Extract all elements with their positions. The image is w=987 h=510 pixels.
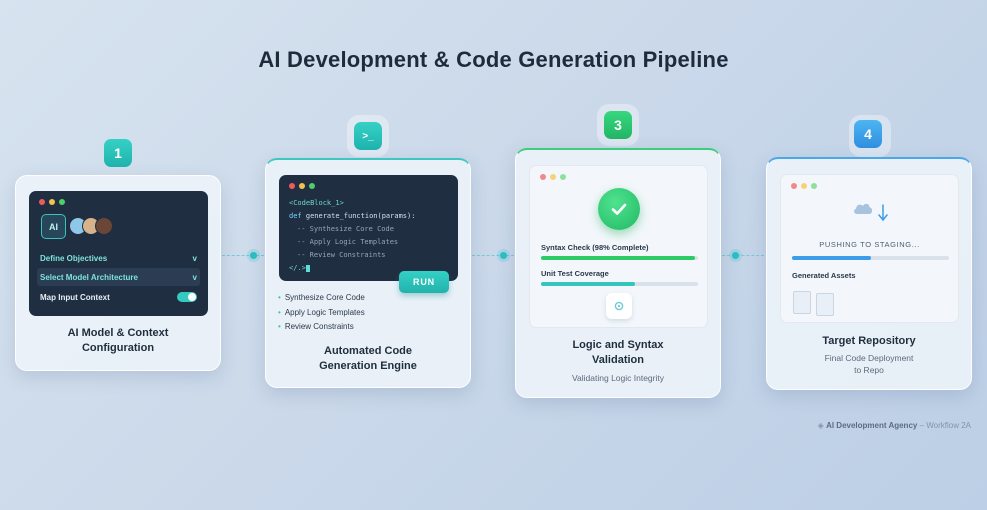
step-1-title-line2: Configuration [81, 342, 155, 354]
checkmark-icon [598, 188, 640, 230]
connector-node-1 [250, 252, 257, 259]
connector-3-4 [722, 255, 764, 256]
deploy-status: PUSHING TO STAGING... [819, 240, 920, 249]
list-item: Synthesize Core Code [278, 291, 365, 306]
ai-chip-icon: AI [41, 214, 66, 239]
chevron-down-icon: v [192, 272, 197, 282]
agency-name: AI Development Agency [826, 421, 918, 430]
code-block: <CodeBlock_1> def generate_function(para… [289, 199, 416, 272]
step-1-title-line1: AI Model & Context [67, 327, 169, 339]
deployment-panel: PUSHING TO STAGING... Generated Assets [780, 174, 959, 323]
window-controls [540, 174, 566, 180]
deploy-progress-fill [792, 256, 871, 260]
chevron-down-icon: v [192, 253, 197, 263]
generation-steps-list: Synthesize Core Code Apply Logic Templat… [278, 291, 365, 335]
deploy-progress [792, 256, 949, 260]
model-config-panel: AI Define Objectives v Select Model Arch… [29, 191, 208, 316]
list-item: Review Constraints [278, 320, 365, 335]
step-4-subtitle-line1: Final Code Deployment [824, 353, 914, 363]
step-1-badge: 1 [104, 139, 132, 167]
connector-node-2 [500, 252, 507, 259]
connector-2-3 [472, 255, 514, 256]
diamond-icon: ◈ [817, 421, 824, 430]
file-icon [793, 291, 811, 314]
footer-credit: ◈ AI Development Agency – Workflow 2A [818, 421, 971, 430]
step-3-badge: 3 [604, 111, 632, 139]
down-arrow-icon [878, 204, 888, 227]
step-4-subtitle-line2: to Repo [854, 365, 884, 375]
step-3-title-line2: Validation [592, 354, 644, 366]
define-objectives-dropdown[interactable]: Define Objectives v [40, 253, 197, 263]
connector-node-3 [732, 252, 739, 259]
window-controls [39, 199, 65, 205]
list-item: Apply Logic Templates [278, 306, 365, 321]
avatar [95, 217, 113, 235]
window-controls [791, 183, 817, 189]
step-4-badge: 4 [854, 120, 882, 148]
unit-test-label: Unit Test Coverage [541, 269, 609, 278]
step-2-title-line2: Generation Engine [319, 360, 417, 372]
step-2-title-line1: Automated Code [324, 345, 412, 357]
validation-panel: Syntax Check (98% Complete) Unit Test Co… [529, 165, 708, 328]
cursor [305, 264, 310, 272]
file-icon [816, 293, 834, 316]
run-button[interactable]: RUN [399, 271, 449, 293]
map-input-context-row[interactable]: Map Input Context [37, 288, 200, 306]
step-3-card[interactable]: Syntax Check (98% Complete) Unit Test Co… [515, 148, 721, 398]
step-2-card[interactable]: <CodeBlock_1> def generate_function(para… [265, 158, 471, 388]
syntax-check-fill [541, 256, 695, 260]
step-3-subtitle: Validating Logic Integrity [572, 373, 664, 383]
step-4-card[interactable]: PUSHING TO STAGING... Generated Assets T… [766, 157, 972, 390]
step-1-card[interactable]: AI Define Objectives v Select Model Arch… [15, 175, 221, 371]
step-4-title: Target Repository [822, 335, 916, 347]
settings-icon [606, 293, 632, 319]
terminal-icon: >_ [354, 122, 382, 150]
syntax-check-progress [541, 256, 698, 260]
connector-1-2 [222, 255, 264, 256]
map-input-context-toggle[interactable] [177, 292, 197, 302]
window-controls [289, 183, 315, 189]
generated-assets-label: Generated Assets [792, 271, 856, 280]
unit-test-progress [541, 282, 698, 286]
page-title: AI Development & Code Generation Pipelin… [258, 47, 729, 72]
code-editor-panel: <CodeBlock_1> def generate_function(para… [279, 175, 458, 281]
unit-test-fill [541, 282, 636, 286]
select-model-architecture-dropdown[interactable]: Select Model Architecture v [37, 268, 200, 286]
syntax-check-label: Syntax Check (98% Complete) [541, 243, 649, 252]
cloud-icon [852, 201, 874, 220]
step-3-title-line1: Logic and Syntax [572, 339, 664, 351]
workflow-label: – Workflow 2A [917, 421, 971, 430]
